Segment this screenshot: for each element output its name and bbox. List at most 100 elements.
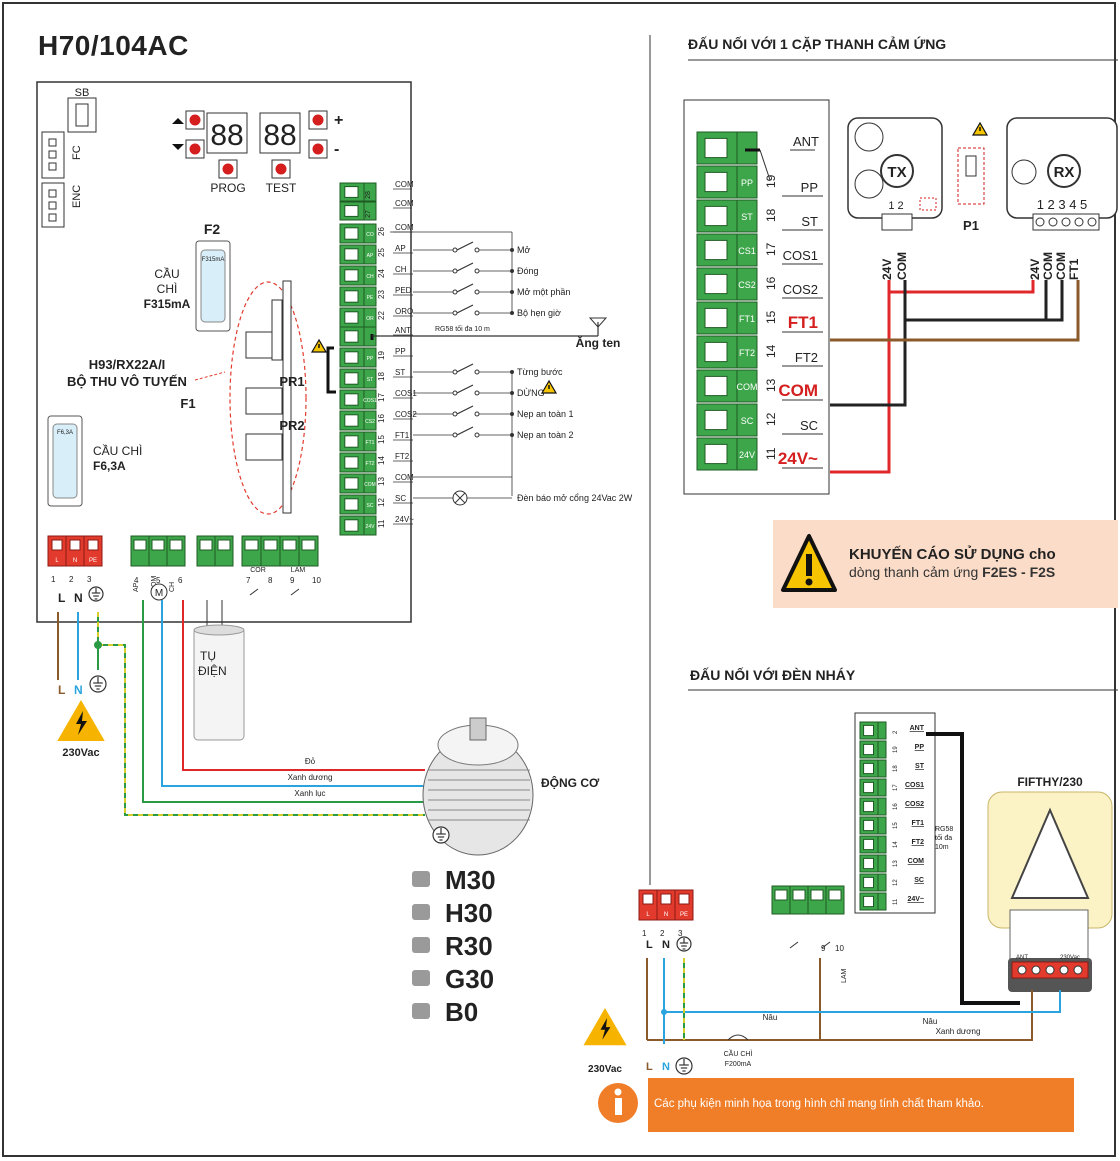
terminal-label: COM xyxy=(395,180,414,189)
terminal-cell-label: SC xyxy=(741,416,754,426)
wire-brown xyxy=(646,958,1033,1041)
aux-pin: 10 xyxy=(835,944,844,953)
test-label: TEST xyxy=(266,181,297,195)
power-terminal-label: PE xyxy=(89,558,97,564)
power-terminal-label: N xyxy=(664,912,668,918)
motor-wire-label: Xanh lục xyxy=(294,789,325,798)
warning-title: KHUYẾN CÁO SỬ DỤNG cho xyxy=(849,546,1056,563)
model-icon xyxy=(412,904,430,920)
section1-label: FT2 xyxy=(795,350,818,365)
switch-contact xyxy=(474,432,480,438)
antenna-icon xyxy=(588,317,608,328)
section1-label: COS1 xyxy=(783,248,818,263)
terminal-cell xyxy=(363,389,377,410)
terminal-screw xyxy=(344,186,359,198)
terminal-pin: 17 xyxy=(893,784,899,791)
terminal-cell xyxy=(877,873,887,892)
terminal-screw xyxy=(344,351,359,364)
terminal-pin: 14 xyxy=(377,456,386,465)
terminal-pin: 17 xyxy=(764,242,778,256)
terminal-screw xyxy=(704,239,728,261)
terminal-screw xyxy=(828,889,842,901)
plus-button xyxy=(312,114,324,126)
display-digits-right: 88 xyxy=(263,119,296,152)
terminal-screw xyxy=(344,311,359,324)
rx-terminal-screw xyxy=(1061,217,1071,227)
terminal-cell-label: COM xyxy=(737,382,758,392)
terminal-label: FT1 xyxy=(395,431,410,440)
rx-badge xyxy=(1047,154,1081,188)
rx-terminal-screw xyxy=(1048,217,1058,227)
terminal-screw xyxy=(660,893,672,905)
motor-shaft xyxy=(469,717,487,741)
input-label: Mở xyxy=(517,245,530,255)
terminal-screw xyxy=(810,889,824,901)
wire-red xyxy=(889,280,1035,294)
terminal-pin: 13 xyxy=(764,378,778,392)
terminal-cell-label: CO xyxy=(366,232,374,238)
terminal-label: CH xyxy=(395,265,407,274)
switch-contact xyxy=(249,588,259,596)
terminal-cell-label: 24V xyxy=(366,524,376,530)
terminal-screw xyxy=(704,273,728,295)
section2-wire-label: Nâu xyxy=(763,1013,778,1022)
lamp-label: FIFTHY/230 xyxy=(1017,775,1083,789)
terminal-label: PED xyxy=(395,286,412,295)
section2-label: FT2 xyxy=(912,839,925,846)
switch-contact xyxy=(290,588,300,596)
terminal-screw xyxy=(344,290,359,303)
rx-wire-label: FT1 xyxy=(1067,258,1081,280)
model-icon xyxy=(412,1003,430,1019)
model-name: M30 xyxy=(445,865,496,895)
fuse-main xyxy=(52,423,78,499)
receiver-pointer xyxy=(194,371,226,381)
terminal-label: ST xyxy=(395,368,405,377)
model-name: H30 xyxy=(445,898,493,928)
switch-contact xyxy=(456,363,474,373)
section2-label: COM xyxy=(908,858,925,865)
terminal-pin: 23 xyxy=(377,290,386,299)
switch-contact xyxy=(456,384,474,394)
p1-jumper xyxy=(965,155,977,177)
terminal-pin: 14 xyxy=(893,841,899,848)
terminal-label: 24V~ xyxy=(395,515,414,524)
motor-pin-label: AP xyxy=(133,582,140,592)
terminal-screw xyxy=(151,539,165,551)
terminal-pin: 28 xyxy=(365,191,372,199)
terminal-label: ORO xyxy=(395,307,413,316)
section2-fuse-label: CẦU CHÌ xyxy=(724,1048,753,1058)
terminal-screw xyxy=(704,205,728,227)
terminal-screw xyxy=(642,893,654,905)
fuse-main-label: CẦU CHÌ xyxy=(93,443,142,458)
info-icon xyxy=(614,1088,622,1096)
wire-black xyxy=(830,280,907,407)
power-pin: 2 xyxy=(69,575,74,584)
receiver-board xyxy=(282,280,292,514)
switch-contact xyxy=(456,241,474,251)
section2-fuse-label: F200mA xyxy=(725,1061,752,1068)
switch-contact xyxy=(789,941,799,949)
section1-label-ant: ANT xyxy=(793,134,819,149)
terminal-screw xyxy=(704,409,728,431)
terminal-screw xyxy=(344,269,359,282)
rg58-label: tối đa xyxy=(935,833,952,842)
terminal-cell xyxy=(363,265,377,286)
fuse-f2-cap: F315mA xyxy=(202,257,225,263)
terminal-screw xyxy=(282,539,297,551)
section2-label: COS2 xyxy=(905,801,924,808)
terminal-screw xyxy=(133,539,147,551)
aux-pin: 8 xyxy=(268,576,273,585)
warning-text: dòng thanh cảm ứng F2ES - F2S xyxy=(849,564,1055,580)
section2-label: PP xyxy=(915,744,925,751)
terminal-label: COS1 xyxy=(395,389,417,398)
terminal-pin: 14 xyxy=(764,344,778,358)
section2-title: ĐẤU NỐI VỚI ĐÈN NHÁY xyxy=(690,667,856,683)
terminal-screw xyxy=(704,341,728,363)
terminal-label: SC xyxy=(395,494,406,503)
section2-label: ANT xyxy=(910,725,925,732)
terminal-screw xyxy=(863,743,874,756)
warning-text-prefix: dòng thanh cảm ứng xyxy=(849,564,983,580)
terminal-pin: 26 xyxy=(377,227,386,236)
fuse-f2-label: CHÌ xyxy=(157,281,178,296)
